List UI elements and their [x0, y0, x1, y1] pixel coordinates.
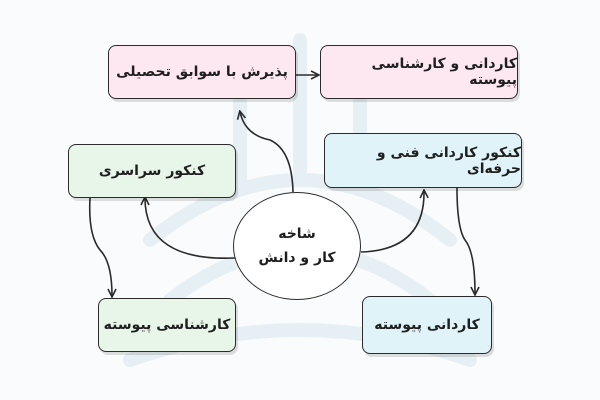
continuous-bachelor-box: کارشناسی پیوسته: [98, 298, 236, 352]
continuous-bachelor-label: کارشناسی پیوسته: [103, 317, 231, 333]
arrow-center-to-admission: [240, 112, 294, 193]
continuous-associate-label: کاردانی پیوسته: [374, 317, 480, 333]
center-subtitle: کار و دانش: [258, 250, 336, 266]
center-title: شاخه: [278, 226, 316, 242]
admission-by-record-box: پذیرش با سوابق تحصیلی: [108, 45, 296, 99]
associate-and-continuous-bachelor-box: کاردانی و کارشناسی پیوسته: [320, 45, 518, 99]
arrow-national-exam-to-bachelor: [88, 197, 112, 296]
arrow-center-to-technical-exam: [360, 191, 424, 253]
arrow-center-to-national-exam: [145, 198, 237, 259]
continuous-associate-box: کاردانی پیوسته: [362, 296, 492, 354]
technical-vocational-exam-label: کنکور کاردانی فنی و حرفه‌ای: [376, 144, 521, 177]
associate-and-continuous-bachelor-label: کاردانی و کارشناسی پیوسته: [371, 56, 517, 88]
admission-by-record-label: پذیرش با سوابق تحصیلی: [116, 64, 288, 80]
national-entrance-exam-box: کنکور سراسری: [68, 144, 236, 198]
national-entrance-exam-label: کنکور سراسری: [98, 163, 206, 179]
arrow-technical-exam-to-associate: [456, 187, 475, 294]
technical-vocational-exam-box: کنکور کاردانی فنی و حرفه‌ای: [324, 133, 522, 188]
work-and-knowledge-branch-node: شاخه کار و دانش: [233, 192, 361, 300]
